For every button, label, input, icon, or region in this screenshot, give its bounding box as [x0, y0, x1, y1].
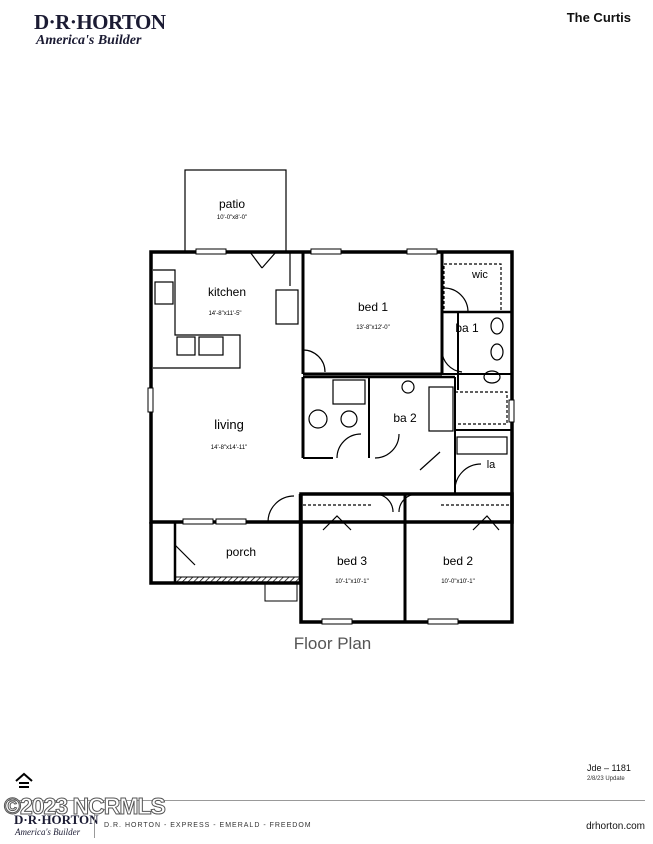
room-bed1-dims: 13'-8"x12'-0" — [356, 325, 390, 331]
footer-brand-logo: D·R·HORTON — [14, 812, 99, 827]
footer-motto: D.R. HORTON - EXPRESS - EMERALD - FREEDO… — [104, 822, 312, 829]
footer-brand-tagline: America's Builder — [15, 827, 81, 837]
update-date: 2/8/23 Update — [587, 776, 625, 782]
room-porch: porch — [226, 545, 256, 559]
room-kitchen: kitchen — [208, 285, 246, 299]
room-ba1: ba 1 — [455, 321, 479, 335]
plan-name: The Curtis — [566, 10, 631, 25]
room-bed2: bed 2 — [443, 554, 473, 568]
room-bed2-dims: 10'-0"x10'-1" — [441, 579, 475, 585]
copyright-watermark: ©2023 NCRMLS — [4, 793, 167, 820]
room-wic: wic — [471, 269, 488, 281]
footer-separator — [94, 810, 95, 838]
room-kitchen-dims: 14'-8"x11'-5" — [208, 311, 241, 317]
room-living: living — [214, 417, 244, 432]
room-la: la — [487, 459, 496, 471]
room-patio: patio — [219, 197, 245, 211]
brand-logo: D·R·HORTON — [34, 10, 166, 34]
footer-divider — [8, 800, 645, 801]
room-bed3-dims: 10'-1"x10'-1" — [335, 579, 369, 585]
equal-housing-icon — [15, 772, 33, 788]
floor-plan-caption: Floor Plan — [293, 634, 372, 653]
brand-tagline: America's Builder — [36, 33, 142, 48]
room-bed1: bed 1 — [358, 300, 388, 314]
room-ba2: ba 2 — [393, 411, 417, 425]
plan-code: Jde – 1181 — [587, 763, 631, 773]
room-patio-dims: 10'-0"x8'-0" — [217, 215, 247, 221]
room-bed3: bed 3 — [337, 554, 367, 568]
footer-url-link[interactable]: drhorton.com — [586, 821, 645, 832]
room-living-dims: 14'-8"x14'-11" — [211, 445, 247, 451]
